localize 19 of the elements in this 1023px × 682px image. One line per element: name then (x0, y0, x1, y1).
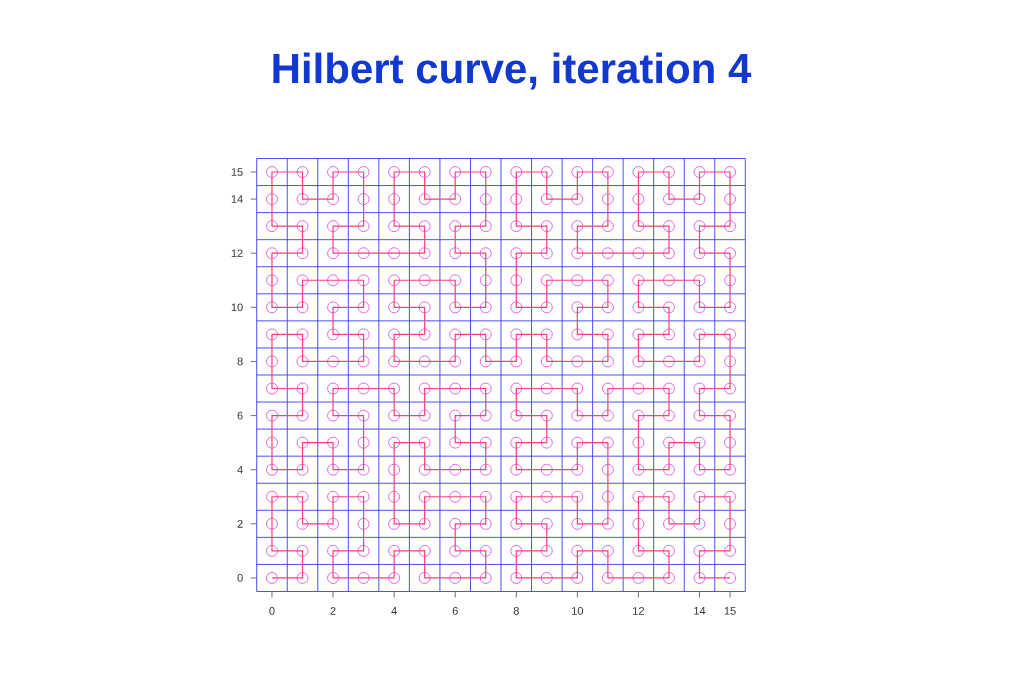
x-tick-label: 6 (452, 607, 458, 615)
y-tick-label: 2 (237, 520, 243, 528)
x-tick-label: 8 (513, 607, 519, 615)
x-tick-label: 0 (269, 607, 275, 615)
x-tick-label: 10 (572, 607, 584, 615)
x-tick-label: 14 (694, 607, 706, 615)
y-tick-label: 0 (237, 574, 243, 582)
y-tick-label: 4 (237, 465, 243, 474)
x-tick-label: 2 (330, 607, 336, 615)
y-tick-label: 12 (231, 249, 243, 258)
x-tick-label: 12 (633, 607, 644, 615)
y-tick-label: 6 (237, 411, 243, 420)
y-tick-label: 10 (231, 303, 243, 312)
x-tick-label: 4 (391, 607, 397, 615)
y-tick-label: 14 (231, 195, 243, 203)
x-tick-label: 15 (724, 607, 736, 615)
title: Hilbert curve, iteration 4 (273, 52, 752, 90)
y-tick-label: 8 (237, 357, 243, 366)
y-tick-label: 15 (231, 168, 243, 176)
